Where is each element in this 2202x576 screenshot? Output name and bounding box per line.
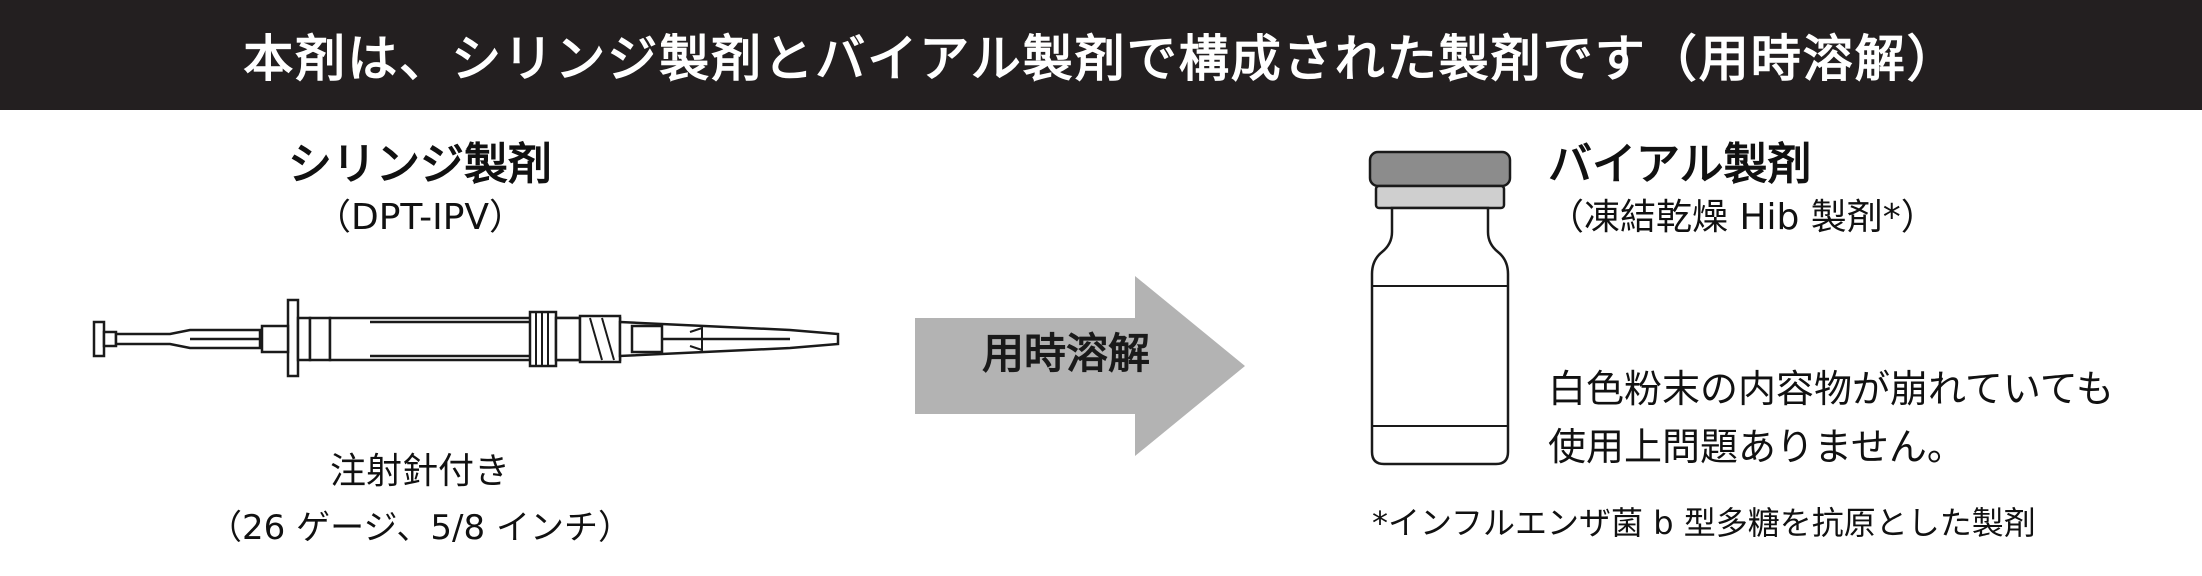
vial-title: バイアル製剤: [1548, 139, 1812, 190]
header-title: 本剤は、シリンジ製剤とバイアル製剤で構成された製剤です（用時溶解）: [243, 30, 1959, 88]
syringe-illustration: [92, 298, 840, 378]
vial-footnote: *インフルエンザ菌 b 型多糖を抗原とした製剤: [1372, 504, 2036, 542]
arrow-right-icon: [915, 276, 1245, 456]
arrow-label: 用時溶解: [981, 329, 1150, 378]
vial-description: 白色粉末の内容物が崩れていても 使用上問題ありません。: [1548, 360, 2114, 476]
needle-spec: （26 ゲージ、5/8 インチ）: [208, 508, 632, 548]
vial-description-line-1: 白色粉末の内容物が崩れていても: [1548, 367, 2114, 411]
needle-label: 注射針付き: [329, 451, 510, 492]
syringe-subtitle: （DPT-IPV）: [314, 197, 526, 238]
header-banner: 本剤は、シリンジ製剤とバイアル製剤で構成された製剤です（用時溶解）: [0, 0, 2202, 110]
vial-subtitle: （凍結乾燥 Hib 製剤*）: [1548, 197, 1937, 238]
vial-description-line-2: 使用上問題ありません。: [1548, 425, 1965, 469]
syringe-title: シリンジ製剤: [288, 139, 552, 190]
vial-illustration: [1368, 150, 1512, 466]
